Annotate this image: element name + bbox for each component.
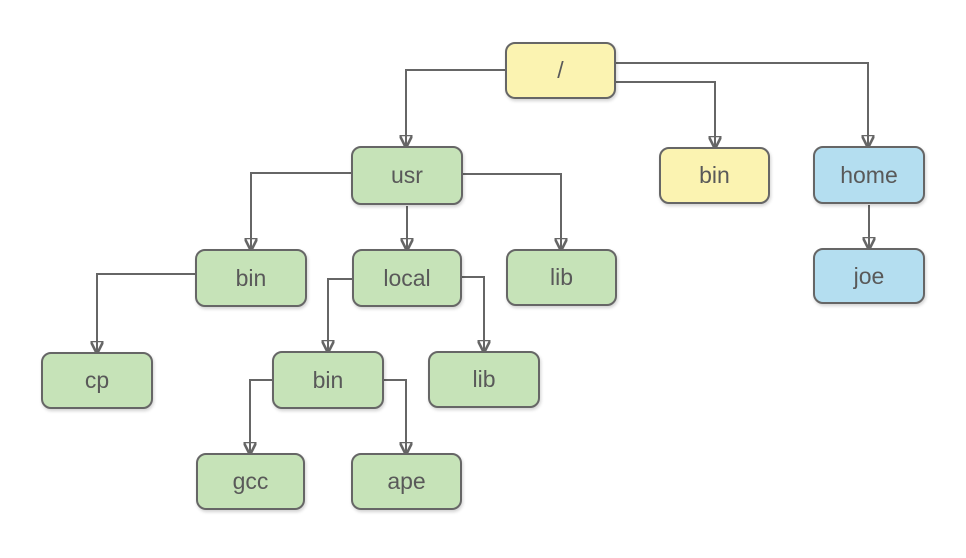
node-cp: cp: [41, 352, 153, 409]
node-usr-bin-label: bin: [235, 264, 267, 291]
node-root: /: [505, 42, 616, 99]
node-usr-local-label: local: [383, 264, 431, 291]
edge-local-bin: [328, 278, 352, 351]
edge-root-home: [616, 62, 868, 146]
node-ape: ape: [351, 453, 462, 510]
node-bin-root-label: bin: [699, 162, 730, 188]
node-gcc: gcc: [196, 453, 305, 510]
node-joe: joe: [813, 248, 925, 304]
node-usr-bin: bin: [195, 249, 307, 307]
edge-root-bin: [616, 81, 715, 147]
edge-local-lib: [462, 276, 484, 351]
edge-usr-lib: [463, 173, 561, 249]
node-home-label: home: [840, 161, 898, 188]
node-bin-root: bin: [659, 147, 770, 204]
node-local-lib-label: lib: [472, 366, 496, 392]
edge-bin-cp: [97, 273, 195, 352]
node-cp-label: cp: [84, 367, 110, 393]
node-gcc-label: gcc: [232, 468, 269, 494]
node-usr-lib: lib: [506, 249, 617, 306]
node-local-bin: bin: [272, 351, 384, 409]
node-local-lib: lib: [428, 351, 540, 408]
edge-root-usr: [406, 69, 505, 146]
node-joe-label: joe: [853, 262, 885, 289]
node-local-bin-label: bin: [312, 366, 344, 393]
node-usr: usr: [351, 146, 463, 205]
node-ape-label: ape: [387, 468, 426, 494]
node-home: home: [813, 146, 925, 204]
edge-bin-ape: [384, 379, 406, 453]
edge-usr-bin: [251, 172, 351, 249]
node-usr-label: usr: [391, 162, 423, 188]
node-root-label: /: [557, 57, 564, 83]
node-usr-local: local: [352, 249, 462, 307]
node-usr-lib-label: lib: [549, 264, 573, 290]
edge-bin-gcc: [250, 379, 272, 453]
